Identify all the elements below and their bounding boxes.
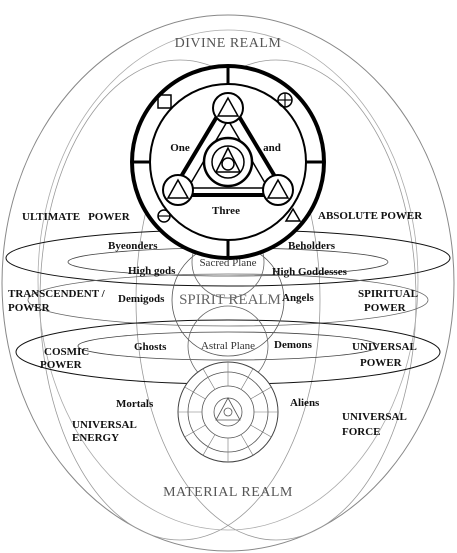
high-goddesses-label: High Goddesses [272,266,348,278]
wheel-spoke [184,386,206,400]
three-label: Three [212,205,240,217]
cosmic-power-label-1: COSMIC [44,346,89,358]
wheel-spoke [250,386,272,400]
absolute-power-label: ABSOLUTE POWER [318,210,423,222]
sacred-plane-label: Sacred Plane [199,257,256,269]
transcendent-power-label-1: TRANSCENDENT / [8,288,106,300]
plane-ellipse-3 [27,273,429,327]
universal-power-label-1: UNIVERSAL [352,341,417,353]
byeonders-label: Byeonders [108,240,158,252]
divine-realm-label: DIVINE REALM [175,36,282,51]
outer-ellipse [1,14,455,552]
astral-plane-label: Astral Plane [201,340,255,352]
crossed-circle-icon [277,92,293,108]
cosmic-power-label-2: POWER [40,359,83,371]
zodiac-wheel [177,361,279,463]
wheel-spoke [250,424,272,438]
wheel-spoke [184,424,206,438]
plane-ellipse-5 [77,331,379,361]
right-inner-ellipse [135,59,417,541]
one-label: One [170,142,190,154]
middle-ellipse [37,29,419,531]
spirit-realm-label: SPIRIT REALM [179,292,281,308]
wheel-spoke [202,368,216,390]
high-gods-label: High gods [128,265,176,277]
angels-label: Angels [282,292,315,304]
divine-emblem [130,64,326,260]
square-icon [157,94,172,109]
mortals-label: Mortals [116,398,154,410]
universal-energy-label-2: ENERGY [72,432,119,444]
beholders-label: Beholders [288,240,336,252]
demons-label: Demons [274,339,313,351]
wheel-spoke [202,434,216,456]
universal-force-label-2: FORCE [342,426,381,438]
ghosts-label: Ghosts [134,341,167,353]
and-label: and [263,142,281,154]
slashed-circle-icon [157,209,171,223]
wheel-spoke [240,368,254,390]
left-inner-ellipse [39,59,321,541]
material-realm-label: MATERIAL REALM [163,485,293,500]
universal-energy-label-1: UNIVERSAL [72,419,137,431]
spiritual-power-label-1: SPIRITUAL [358,288,418,300]
triangle-icon [284,207,302,222]
demigods-label: Demigods [118,293,165,305]
universal-force-label-1: UNIVERSAL [342,411,407,423]
wheel-spoke [240,434,254,456]
spiritual-power-label-2: POWER [364,302,407,314]
universal-power-label-2: POWER [360,357,403,369]
transcendent-power-label-2: POWER [8,302,51,314]
aliens-label: Aliens [290,397,320,409]
